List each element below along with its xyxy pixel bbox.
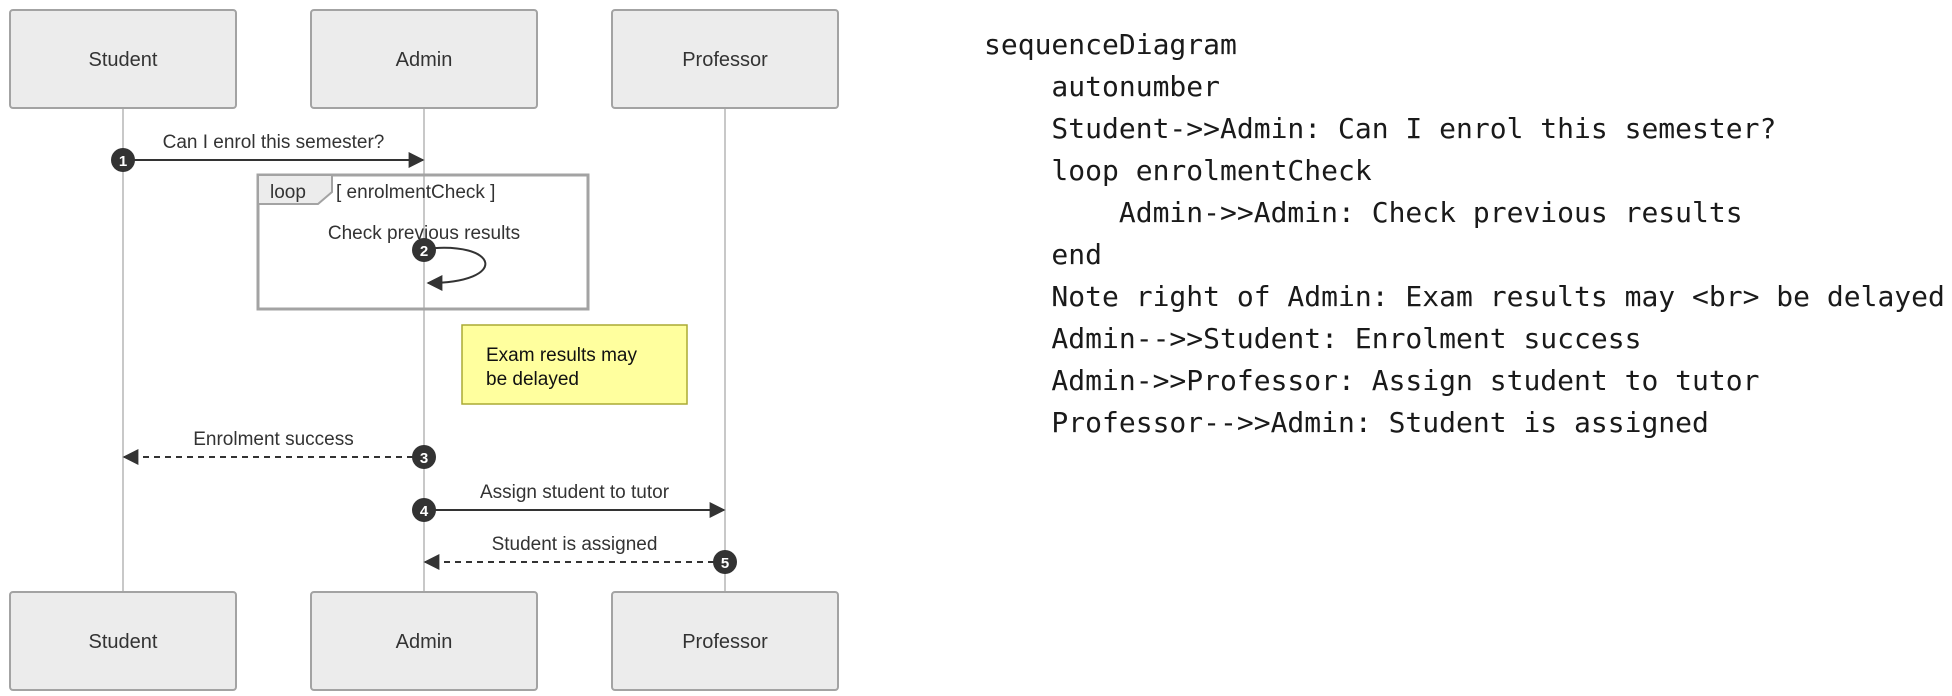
participant-label: Professor <box>682 49 768 71</box>
loop-condition: [ enrolmentCheck ] <box>336 182 495 203</box>
participant-box-professor-top: Professor <box>611 9 839 109</box>
svg-text:5: 5 <box>721 555 729 572</box>
message-arrow <box>423 246 487 291</box>
code-line: Professor-->>Admin: Student is assigned <box>984 406 1709 439</box>
code-panel: sequenceDiagram autonumber Student->>Adm… <box>984 24 1945 444</box>
message-label: Check previous results <box>328 223 520 244</box>
code-line: end <box>984 238 1103 271</box>
note-line: Exam results may <box>486 345 637 366</box>
svg-text:4: 4 <box>420 503 429 520</box>
code-line: loop enrolmentCheck <box>984 154 1372 187</box>
message-label: Can I enrol this semester? <box>163 132 385 153</box>
note-box: Exam results may be delayed <box>461 324 688 405</box>
participant-label: Student <box>89 49 158 71</box>
participant-box-student-bottom: Student <box>9 591 237 691</box>
code-line: sequenceDiagram <box>984 28 1237 61</box>
message-label: Enrolment success <box>193 429 354 450</box>
code-line: Admin->>Professor: Assign student to tut… <box>984 364 1760 397</box>
svg-text:2: 2 <box>420 243 428 260</box>
message-1: Can I enrol this semester? 1 <box>111 132 425 172</box>
loop-keyword: loop <box>270 182 306 203</box>
sequence-number-badge: 1 <box>111 148 135 172</box>
participant-label: Student <box>89 631 158 653</box>
participant-label: Admin <box>396 631 453 653</box>
sequence-number-badge: 4 <box>412 498 436 522</box>
message-5: Student is assigned 5 <box>423 534 737 574</box>
participant-box-professor-bottom: Professor <box>611 591 839 691</box>
message-3: Enrolment success 3 <box>122 429 436 469</box>
participant-box-student-top: Student <box>9 9 237 109</box>
message-label: Student is assigned <box>492 534 658 555</box>
svg-text:3: 3 <box>420 450 428 467</box>
participant-label: Professor <box>682 631 768 653</box>
sequence-number-badge: 2 <box>412 238 436 262</box>
code-line: Admin-->>Student: Enrolment success <box>984 322 1642 355</box>
message-label: Assign student to tutor <box>480 482 670 503</box>
note-line: be delayed <box>486 369 579 390</box>
code-line: Admin->>Admin: Check previous results <box>984 196 1743 229</box>
code-line: autonumber <box>984 70 1221 103</box>
participant-box-admin-bottom: Admin <box>310 591 538 691</box>
code-line: Student->>Admin: Can I enrol this semest… <box>984 112 1777 145</box>
participant-box-admin-top: Admin <box>310 9 538 109</box>
sequence-number-badge: 5 <box>713 550 737 574</box>
participant-label: Admin <box>396 49 453 71</box>
loop-frame: loop [ enrolmentCheck ] <box>256 173 590 311</box>
sequence-number-badge: 3 <box>412 445 436 469</box>
code-line: Note right of Admin: Exam results may <b… <box>984 280 1945 313</box>
message-4: Assign student to tutor 4 <box>412 482 726 522</box>
svg-text:1: 1 <box>119 153 127 170</box>
